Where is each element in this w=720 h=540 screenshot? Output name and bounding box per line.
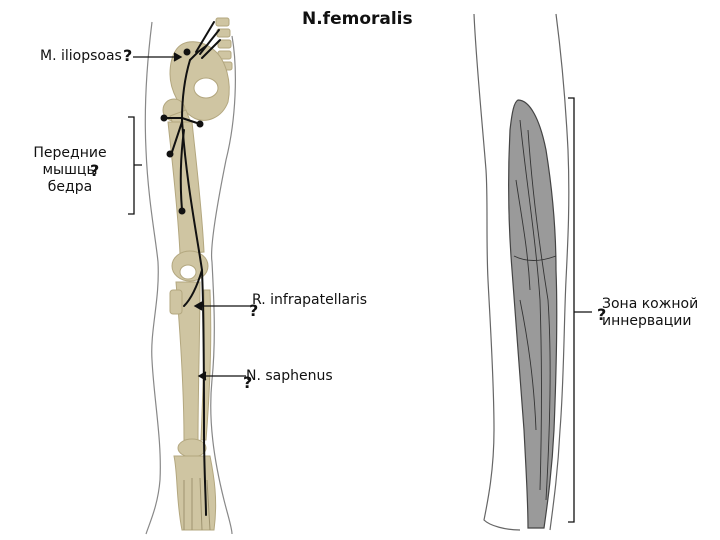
- question-marker-anterior: ?: [90, 163, 99, 179]
- leg-skin-figure: [474, 14, 592, 530]
- label-iliopsoas: M. iliopsoas: [40, 48, 122, 65]
- label-infrapatellaris: R. infrapatellaris: [252, 292, 367, 309]
- label-saphenus: N. saphenus: [246, 368, 333, 385]
- question-marker-iliopsoas: ?: [123, 48, 132, 64]
- label-skin-zone: Зона кожной иннервации: [602, 296, 698, 330]
- question-marker-saphenus: ?: [243, 375, 252, 391]
- bracket-icon: [568, 98, 592, 522]
- question-marker-skin-zone: ?: [597, 307, 606, 323]
- question-marker-infrapatellaris: ?: [249, 303, 258, 319]
- skin-zone: [509, 100, 557, 528]
- label-anterior-muscles: Передние мышцы бедра: [28, 145, 112, 196]
- bracket-icon: [128, 117, 142, 214]
- diagram-title: N.femoralis: [302, 9, 413, 29]
- skeleton: [163, 18, 232, 530]
